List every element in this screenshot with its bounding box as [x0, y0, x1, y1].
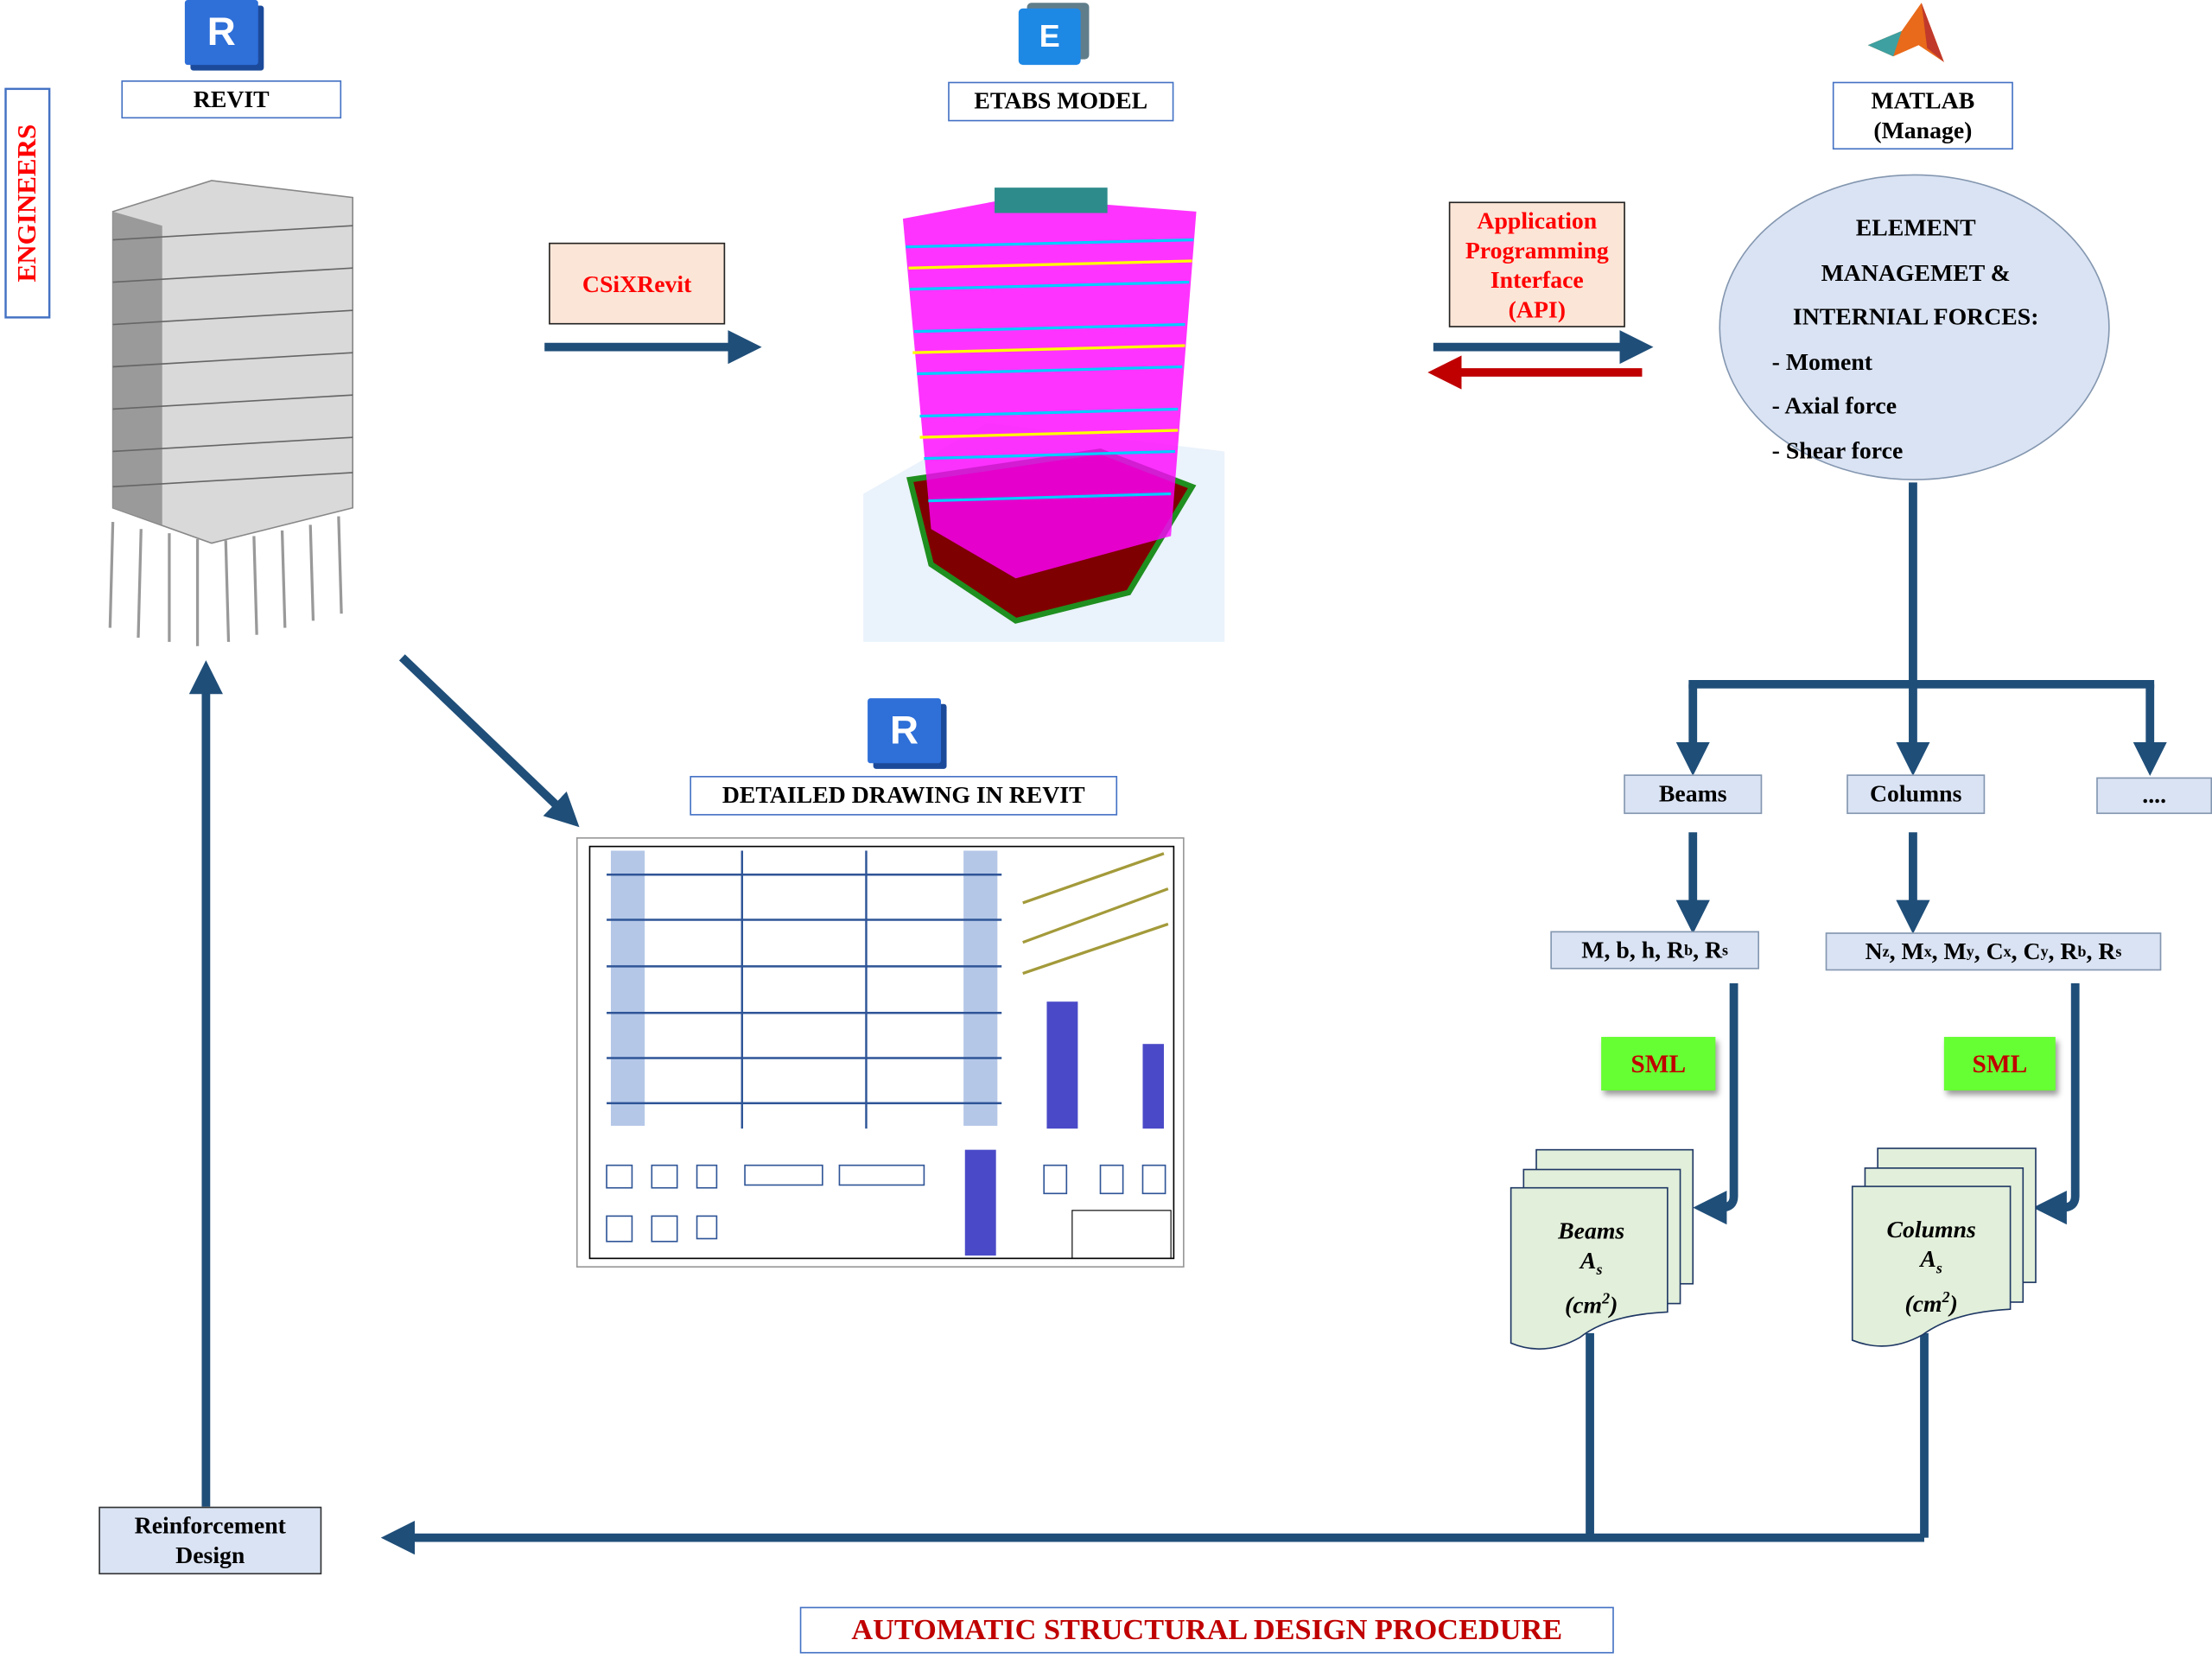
detailed-drawing-label: DETAILED DRAWING IN REVIT	[690, 775, 1118, 816]
engineers-label-box: ENGINEERS	[6, 89, 50, 317]
engineers-box	[4, 87, 51, 319]
element-management-ellipse	[1719, 174, 2110, 480]
branch-connectors	[188, 482, 2167, 1555]
detailed-drawing-sheet	[575, 837, 1185, 1268]
page-title: AUTOMATIC STRUCTURAL DESIGN PROCEDURE	[799, 1606, 1614, 1654]
revit-icon: R	[868, 698, 942, 764]
em-item-axial: - Axial force	[1771, 391, 1897, 419]
more-box: ....	[2096, 777, 2212, 815]
etabs-label: ETABS MODEL	[948, 81, 1174, 122]
matlab-subtitle: (Manage)	[1873, 117, 1973, 144]
api-line: Application	[1477, 207, 1598, 234]
element-management-text: ELEMENT MANAGEMET & INTERNIAL FORCES: - …	[1750, 206, 2082, 473]
matlab-label: MATLAB (Manage)	[1832, 81, 2013, 150]
revit-building-model	[108, 180, 353, 646]
beams-doc-stack	[1510, 1148, 1694, 1350]
em-item-moment: - Moment	[1771, 347, 1873, 375]
em-item-shear: - Shear force	[1771, 436, 1904, 464]
engineers-label: ENGINEERS	[11, 124, 42, 283]
sml-columns: SML	[1943, 1037, 2056, 1091]
api-line: (API)	[1508, 296, 1566, 323]
columns-output: Columns As (cm2)	[1886, 1216, 1976, 1319]
etabs-icon: E	[1018, 8, 1081, 66]
api-line: Interface	[1490, 265, 1584, 293]
em-line: ELEMENT	[1855, 214, 1976, 242]
csixrevit-box: CSiXRevit	[549, 242, 726, 325]
matlab-title: MATLAB	[1871, 87, 1975, 115]
etabs-building-model	[863, 188, 1225, 642]
em-line: INTERNIAL FORCES:	[1792, 303, 2039, 331]
beams-box: Beams	[1624, 774, 1763, 815]
revit-icon: R	[184, 0, 258, 66]
api-box: Application Programming Interface (API)	[1448, 201, 1625, 327]
sml-beams: SML	[1601, 1037, 1716, 1091]
matlab-icon	[1867, 3, 1944, 62]
revit-label: REVIT	[121, 80, 342, 119]
columns-box: Columns	[1847, 774, 1986, 815]
em-line: MANAGEMET &	[1821, 258, 2011, 286]
api-line: Programming	[1465, 236, 1609, 264]
beams-output: Beams As (cm2)	[1558, 1217, 1625, 1319]
columns-doc-stack	[1851, 1147, 2037, 1347]
